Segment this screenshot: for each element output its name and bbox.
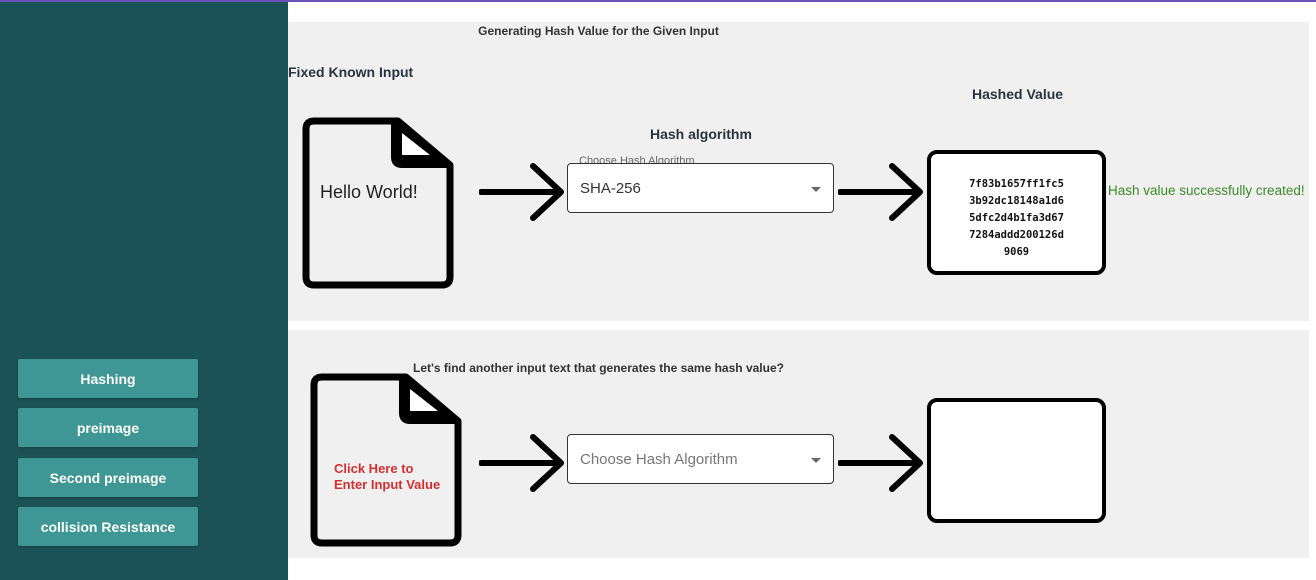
enter-input-link-line: Enter Input Value: [334, 477, 441, 492]
enter-input-link[interactable]: Click Here to Enter Input Value: [334, 461, 440, 493]
select-placeholder: Choose Hash Algorithm: [580, 451, 738, 468]
enter-input-link-line: Click Here to: [334, 461, 414, 476]
hash-line: 9069: [1003, 246, 1030, 258]
success-message: Hash value successfully created!: [1108, 183, 1305, 198]
input-text: Hello World!: [320, 182, 418, 202]
sidebar: Hashing preimage Second preimage collisi…: [0, 2, 288, 580]
arrow-right-icon: [837, 162, 926, 227]
hash-algorithm-heading: Hash algorithm: [650, 126, 752, 142]
panel-title: Let's find another input text that gener…: [413, 361, 784, 375]
hash-algorithm-select[interactable]: SHA-256: [567, 163, 834, 213]
hashed-value-heading: Hashed Value: [972, 86, 1064, 102]
hash-line: 5dfc2d4b1fa3d67: [969, 212, 1064, 224]
caret-down-icon: [811, 187, 821, 192]
panel-title: Generating Hash Value for the Given Inpu…: [478, 24, 719, 38]
nav-button-hashing[interactable]: Hashing: [18, 359, 198, 398]
nav-button-collision-resistance[interactable]: collision Resistance: [18, 507, 198, 546]
selected-algorithm: SHA-256: [580, 180, 641, 197]
hash-output-box: 7f83b1657ff1fc5 3b92dc18148a1d6 5dfc2d4b…: [927, 150, 1106, 275]
hash-value: 7f83b1657ff1fc5 3b92dc18148a1d6 5dfc2d4b…: [931, 154, 1102, 261]
hash-line: 7f83b1657ff1fc5: [969, 178, 1064, 190]
second-preimage-panel: Let's find another input text that gener…: [288, 330, 1309, 558]
arrow-right-icon: [837, 433, 926, 498]
arrow-right-icon: [478, 162, 567, 227]
arrow-right-icon: [478, 433, 567, 498]
top-accent-line: [0, 0, 1316, 2]
fixed-input-heading: Fixed Known Input: [288, 64, 414, 80]
nav-button-preimage[interactable]: preimage: [18, 408, 198, 447]
nav-button-second-preimage[interactable]: Second preimage: [18, 458, 198, 497]
document-icon: [302, 117, 454, 289]
hash-generation-panel: Generating Hash Value for the Given Inpu…: [288, 22, 1309, 321]
hash-algorithm-select[interactable]: Choose Hash Algorithm: [567, 434, 834, 484]
hash-line: 3b92dc18148a1d6: [969, 195, 1064, 207]
hash-line: 7284addd200126d: [969, 229, 1064, 241]
document-icon: [310, 373, 462, 547]
caret-down-icon: [811, 458, 821, 463]
hash-output-box: [927, 398, 1106, 523]
